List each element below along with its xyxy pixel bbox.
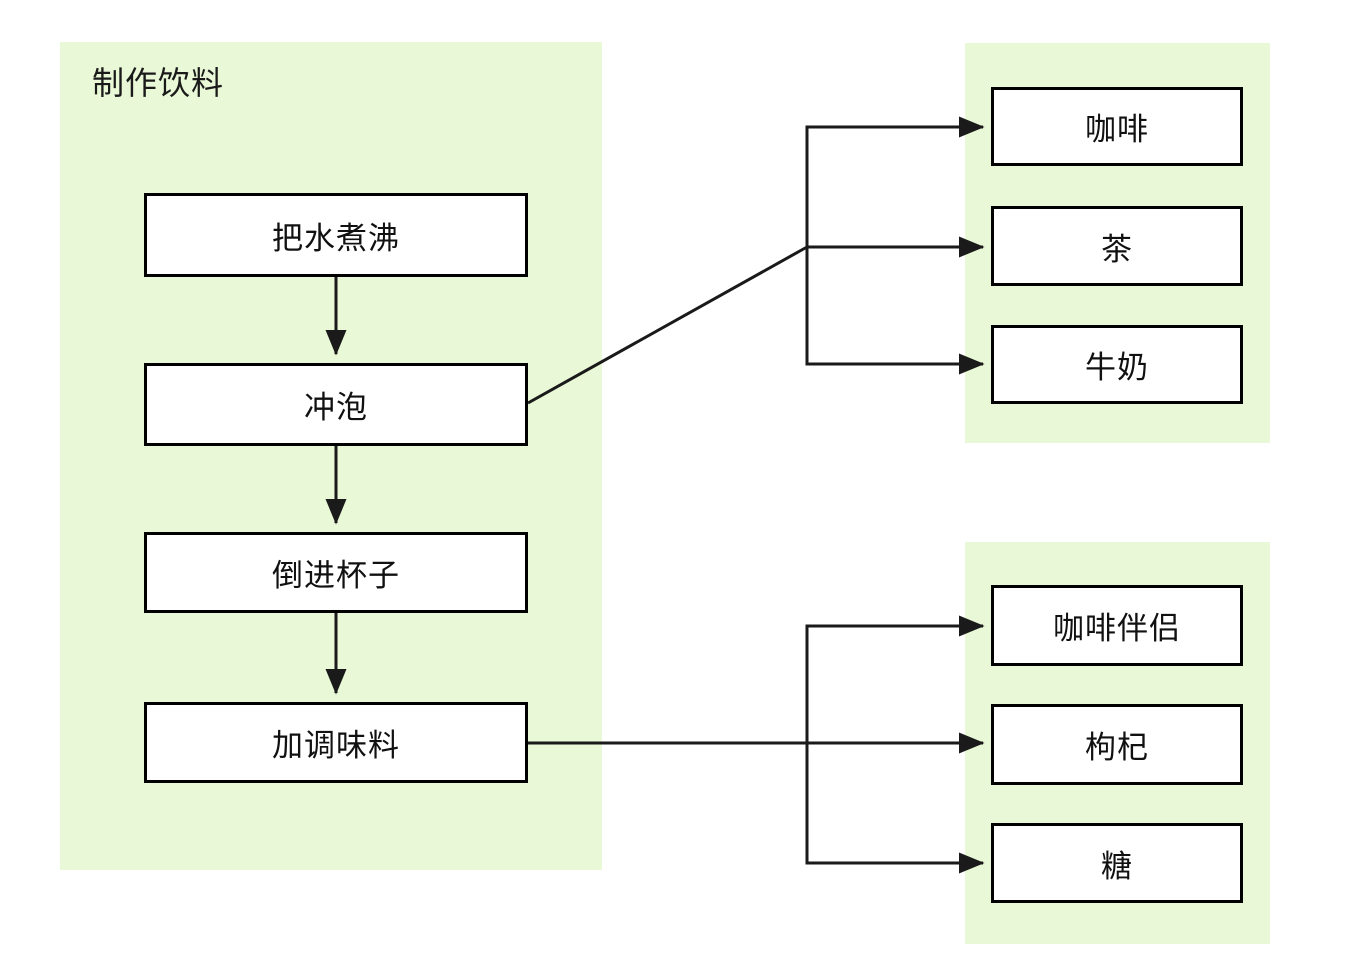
node-brew: 冲泡 (144, 363, 528, 446)
edge-season-to-creamer (805, 615, 985, 743)
edge-season-to-sugar (805, 743, 985, 874)
node-sugar: 糖 (991, 823, 1243, 903)
node-pour-into-cup: 倒进杯子 (144, 532, 528, 613)
node-coffee: 咖啡 (991, 87, 1243, 166)
edge-brew-to-milk (805, 247, 985, 375)
edge-brew-to-coffee (805, 116, 985, 247)
node-tea: 茶 (991, 206, 1243, 286)
diagram-title: 制作饮料 (92, 64, 225, 102)
node-coffee-creamer: 咖啡伴侣 (991, 585, 1243, 666)
node-boil-water: 把水煮沸 (144, 193, 528, 277)
node-goji: 枸杞 (991, 704, 1243, 785)
node-add-seasoning: 加调味料 (144, 702, 528, 783)
node-milk: 牛奶 (991, 325, 1243, 404)
